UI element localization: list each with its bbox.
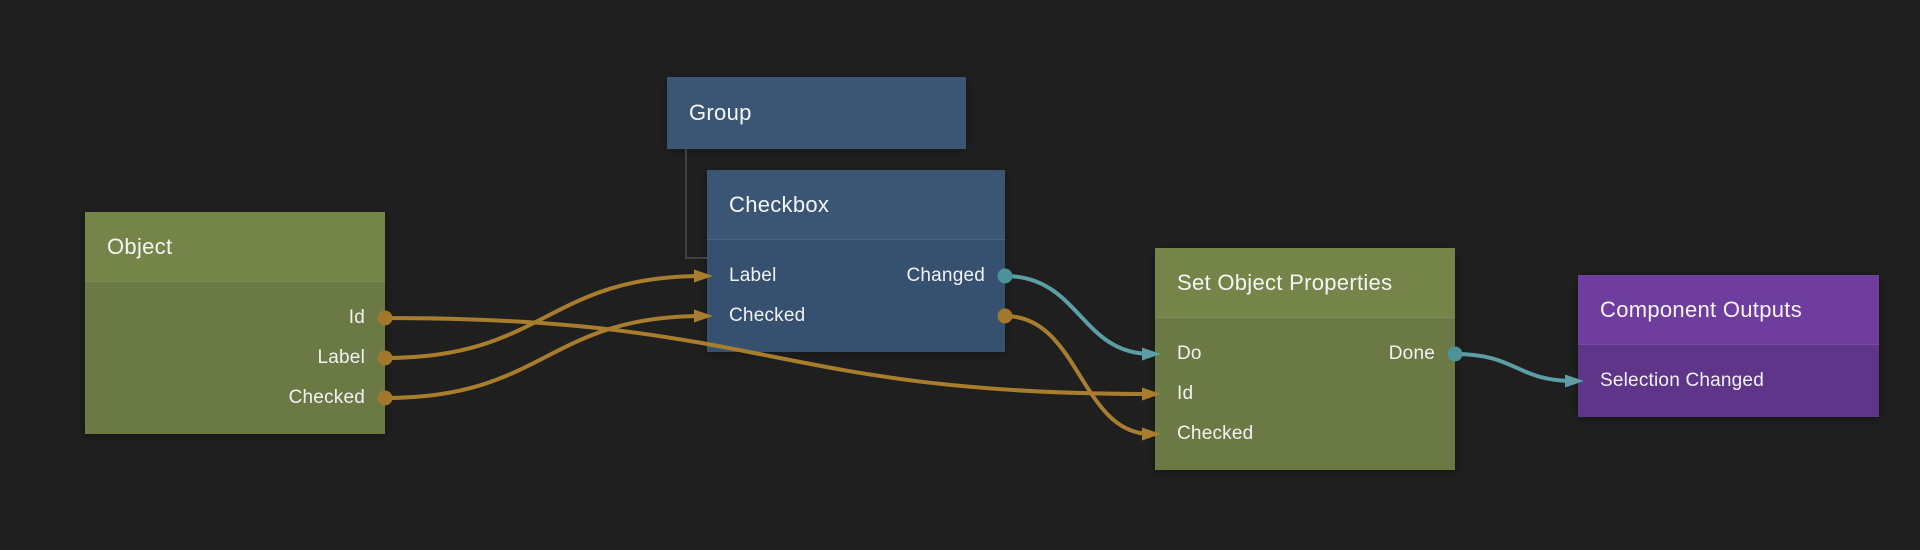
node-title: Set Object Properties: [1177, 269, 1393, 295]
port-row: Checked: [707, 296, 1005, 336]
port-row: Id: [85, 298, 385, 338]
node-title: Object: [107, 233, 173, 259]
node-title: Group: [689, 100, 752, 125]
input-port-label[interactable]: Label: [729, 265, 777, 286]
node-header-object[interactable]: Object: [85, 212, 385, 282]
port-row: Do Done: [1155, 334, 1455, 374]
output-port-label[interactable]: Id: [348, 307, 365, 328]
port-row: Checked: [85, 378, 385, 418]
port-row: Selection Changed: [1578, 361, 1879, 401]
output-port-label[interactable]: Checked: [288, 387, 365, 408]
wire-signal-checkbox-to-set-object-properties[interactable]: [1004, 274, 1152, 356]
node-body-component-outputs: Selection Changed: [1578, 345, 1879, 417]
node-header-checkbox[interactable]: Checkbox: [707, 170, 1005, 240]
node-header-group[interactable]: Group: [667, 77, 966, 149]
node-header-set-object-properties[interactable]: Set Object Properties: [1155, 248, 1455, 318]
input-port-label[interactable]: Id: [1177, 383, 1194, 404]
output-port-label[interactable]: Label: [317, 347, 365, 368]
output-port-label[interactable]: Changed: [906, 265, 985, 286]
output-port-label[interactable]: Done: [1388, 343, 1435, 364]
wire-data-checkbox-to-set-object-properties[interactable]: [1004, 314, 1152, 436]
port-row: Id: [1155, 374, 1455, 414]
wire-data-object-to-checkbox[interactable]: [384, 314, 704, 400]
group-child-link: [685, 149, 707, 259]
node-group[interactable]: Group: [667, 77, 966, 149]
port-row: Label: [85, 338, 385, 378]
node-title: Component Outputs: [1600, 296, 1802, 322]
port-row: Checked: [1155, 414, 1455, 454]
input-port-label[interactable]: Selection Changed: [1600, 370, 1764, 391]
input-port-label[interactable]: Checked: [1177, 423, 1254, 444]
wire-data-object-to-checkbox[interactable]: [384, 274, 704, 360]
input-port-label[interactable]: Do: [1177, 343, 1202, 364]
node-header-component-outputs[interactable]: Component Outputs: [1578, 275, 1879, 345]
port-row: Label Changed: [707, 256, 1005, 296]
node-title: Checkbox: [729, 191, 830, 217]
input-port-label[interactable]: Checked: [729, 305, 806, 326]
wire-signal-set-object-properties-to-component-outputs[interactable]: [1454, 352, 1575, 383]
